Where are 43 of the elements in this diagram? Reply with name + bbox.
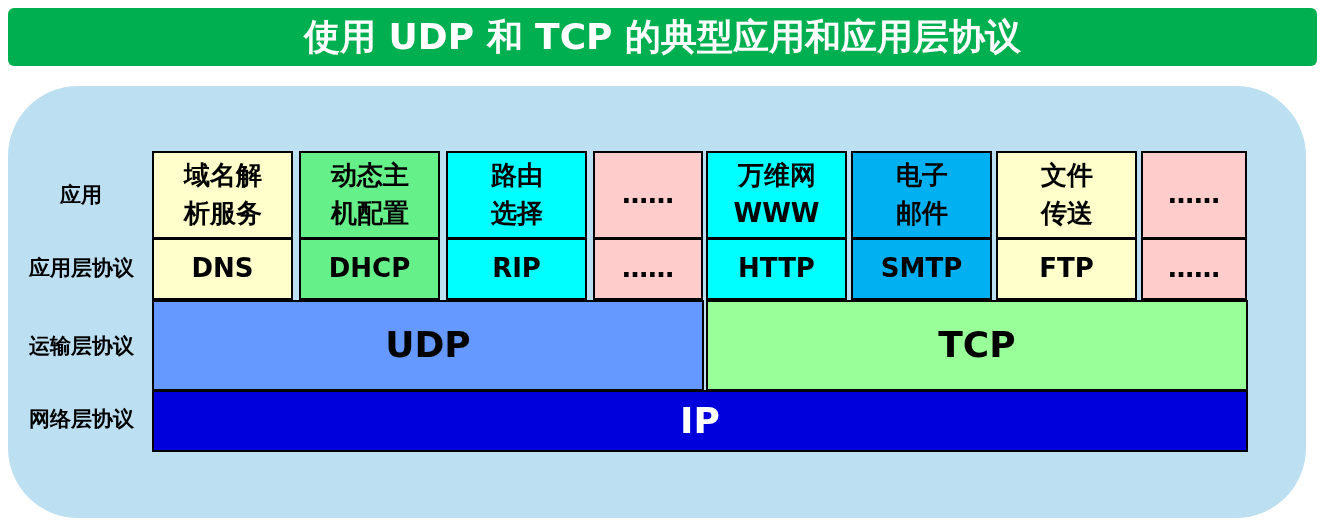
cell-text: …… [622, 252, 674, 286]
row-label: 网络层协议 [27, 406, 135, 433]
table-cell [299, 238, 440, 300]
table-cell [152, 151, 293, 239]
cell-text: 域名解析服务 [182, 159, 263, 230]
table-cell [851, 151, 992, 239]
cell-text: SMTP [880, 252, 963, 286]
table-cell [1141, 238, 1247, 300]
table-cell [593, 238, 703, 300]
row-label: 运输层协议 [27, 333, 135, 360]
row-label: 应用 [59, 182, 103, 209]
table-cell [996, 151, 1137, 239]
protocol-layer-bar [706, 300, 1248, 391]
cell-text: DHCP [328, 252, 411, 286]
cell-text: 万维网 WWW [732, 159, 821, 230]
table-cell [996, 238, 1137, 300]
table-cell [446, 238, 587, 300]
cell-text: 路由选择 [489, 159, 544, 230]
protocol-layer-bar [152, 300, 704, 391]
cell-text: …… [1168, 178, 1220, 212]
table-cell [446, 151, 587, 239]
cell-text: UDP [385, 323, 471, 368]
cell-text: 文件传送 [1039, 159, 1094, 230]
cell-text: …… [1168, 252, 1220, 286]
table-cell [299, 151, 440, 239]
cell-text: TCP [938, 323, 1016, 368]
cell-text: DNS [191, 252, 254, 286]
cell-text: 动态主机配置 [329, 159, 410, 230]
cell-text: RIP [492, 252, 541, 286]
table-cell [851, 238, 992, 300]
cell-text: 电子邮件 [894, 159, 949, 230]
table-cell [152, 238, 293, 300]
cell-text: HTTP [738, 252, 815, 286]
table-cell [706, 238, 847, 300]
table-cell [706, 151, 847, 239]
row-label: 应用层协议 [27, 255, 135, 282]
table-cell [1141, 151, 1247, 239]
table-cell [593, 151, 703, 239]
protocol-layer-bar [152, 390, 1248, 452]
title-banner: 使用 UDP 和 TCP 的典型应用和应用层协议 [8, 8, 1317, 66]
cell-text: FTP [1039, 252, 1094, 286]
cell-text: IP [680, 398, 720, 443]
cell-text: …… [622, 178, 674, 212]
